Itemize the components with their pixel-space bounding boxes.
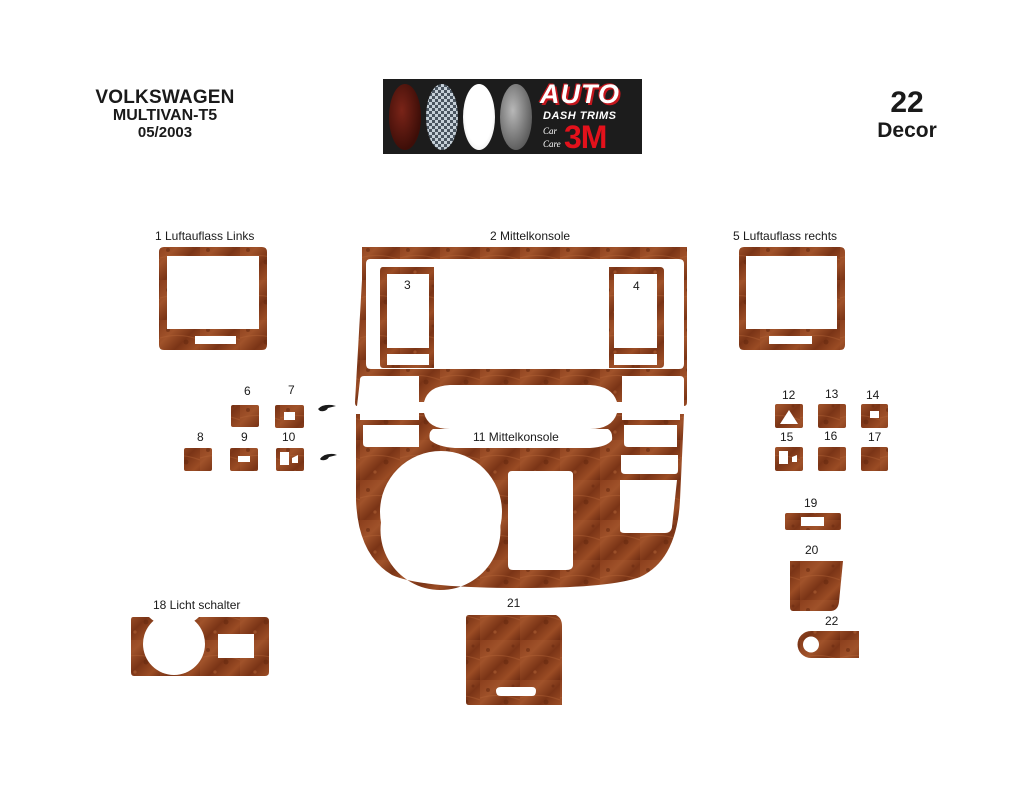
part-19 (785, 513, 841, 530)
aluminium-swatch-icon (500, 84, 532, 150)
label-part-5: 5 Luftauflass rechts (733, 229, 838, 243)
logo-car-text: Car (543, 126, 558, 136)
label-part-19: 19 (804, 496, 818, 510)
vehicle-model: MULTIVAN-T5 (112, 107, 218, 124)
label-part-13: 13 (825, 387, 839, 401)
label-part-3: 3 (404, 278, 411, 292)
part-10 (276, 448, 304, 471)
label-part-16: 16 (824, 429, 838, 443)
part-22 (797, 631, 859, 658)
part-11-center-console-lower (356, 413, 684, 590)
part-17 (861, 447, 888, 471)
vehicle-title: VOLKSWAGEN MULTIVAN-T5 05/2003 (70, 88, 260, 140)
part-12 (775, 404, 803, 428)
white-swatch-icon (463, 84, 495, 150)
part-8 (184, 448, 212, 471)
label-part-10: 10 (282, 430, 296, 444)
logo-3m-text: 3M (564, 119, 607, 154)
label-part-8: 8 (197, 430, 204, 444)
label-part-21: 21 (507, 596, 521, 610)
part-14 (861, 404, 888, 428)
label-part-1: 1 Luftauflass Links (155, 229, 255, 243)
label-part-14: 14 (866, 388, 880, 402)
label-part-6: 6 (244, 384, 251, 398)
part-4-insert (609, 267, 664, 368)
label-part-18: 18 Licht schalter (153, 598, 241, 612)
label-part-7: 7 (288, 383, 295, 397)
label-part-12: 12 (782, 388, 796, 402)
logo-auto-text: AUTO (540, 79, 621, 109)
logo-dash-trims-text: DASH TRIMS (543, 110, 617, 122)
part-3-insert (380, 267, 434, 368)
pointer-hand-icon (320, 453, 337, 461)
label-part-15: 15 (780, 430, 794, 444)
part-7 (275, 405, 304, 428)
vehicle-date: 05/2003 (137, 124, 193, 141)
piece-count: 22 (890, 86, 924, 119)
piece-type: Decor (877, 119, 937, 142)
vehicle-make: VOLKSWAGEN (95, 87, 235, 108)
label-part-17: 17 (868, 430, 882, 444)
part-6 (231, 405, 259, 427)
part-20 (790, 561, 843, 611)
wood-swatch-icon (389, 84, 421, 150)
part-13 (818, 404, 846, 428)
part-21 (466, 615, 562, 705)
label-part-2: 2 Mittelkonsole (490, 229, 571, 243)
label-part-20: 20 (805, 543, 819, 557)
pointer-hand-icon (318, 404, 336, 412)
piece-count-block: 22 Decor (862, 86, 952, 142)
part-18-light-switch (131, 613, 269, 676)
part-1-air-vent-left (159, 247, 267, 350)
label-part-22: 22 (825, 614, 839, 628)
label-part-11: 11 Mittelkonsole (473, 430, 559, 444)
logo-care-text: Care (543, 139, 561, 149)
part-9 (230, 448, 258, 471)
part-2-center-console-upper (355, 247, 687, 406)
brand-logo: AUTO DASH TRIMS Car Care 3M (383, 79, 642, 154)
label-part-4: 4 (633, 279, 640, 293)
carbon-swatch-icon (426, 84, 458, 150)
part-16 (818, 447, 846, 471)
part-5-air-vent-right (739, 247, 845, 350)
part-15 (775, 447, 803, 471)
label-part-9: 9 (241, 430, 248, 444)
